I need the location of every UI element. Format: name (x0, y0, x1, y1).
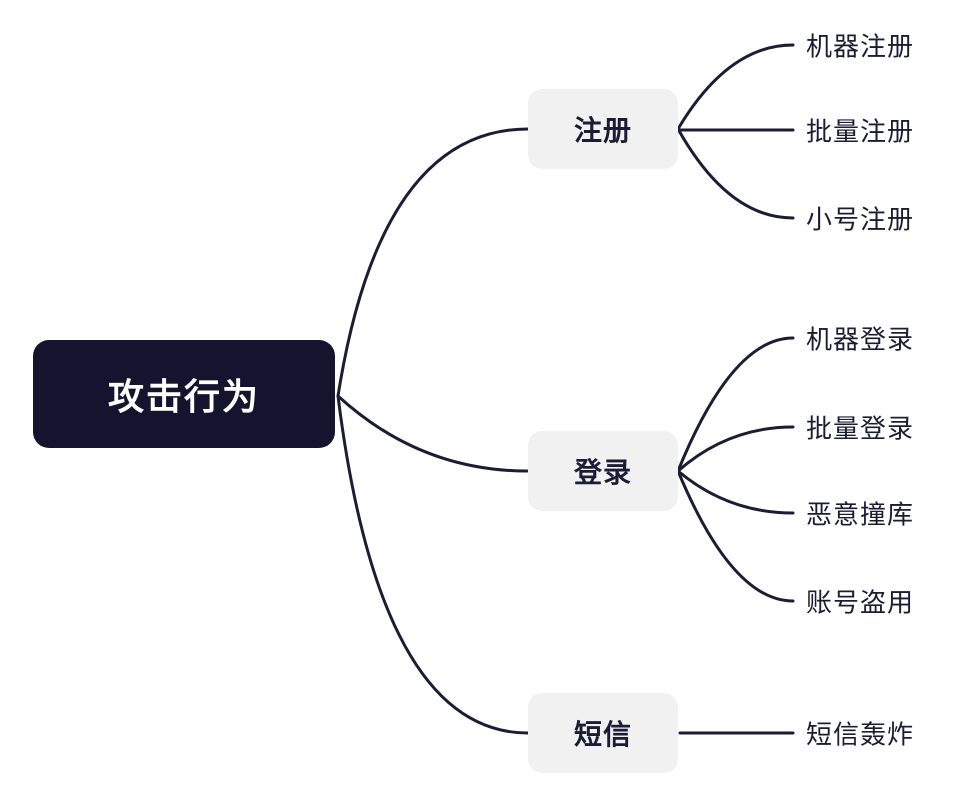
leaf-node-sms-bombing[interactable]: 短信轰炸 (806, 719, 915, 750)
edge-login-stuffing (676, 469, 795, 515)
root-node-attack-behavior[interactable]: 攻击行为 (33, 340, 335, 448)
edge-register-machine (676, 43, 795, 131)
leaf-node-alt-account-register[interactable]: 小号注册 (806, 204, 915, 235)
edge-root-sms (336, 394, 530, 735)
leaf-node-credential-stuffing[interactable]: 恶意撞库 (806, 499, 915, 530)
leaf-node-machine-register[interactable]: 机器注册 (806, 31, 915, 62)
leaf-node-account-takeover[interactable]: 账号盗用 (806, 587, 915, 618)
edge-root-register (336, 127, 530, 398)
leaf-node-batch-login[interactable]: 批量登录 (806, 413, 915, 444)
branch-node-sms[interactable]: 短信 (528, 693, 678, 773)
edge-root-login (336, 394, 529, 473)
edge-login-batch (676, 425, 795, 473)
branch-node-login[interactable]: 登录 (528, 431, 678, 511)
edge-login-takeover (676, 469, 795, 603)
leaf-node-batch-register[interactable]: 批量注册 (806, 116, 915, 147)
edge-login-machine (676, 336, 795, 473)
leaf-node-machine-login[interactable]: 机器登录 (806, 324, 915, 355)
branch-node-register[interactable]: 注册 (528, 89, 678, 169)
edge-register-alt (676, 127, 795, 220)
